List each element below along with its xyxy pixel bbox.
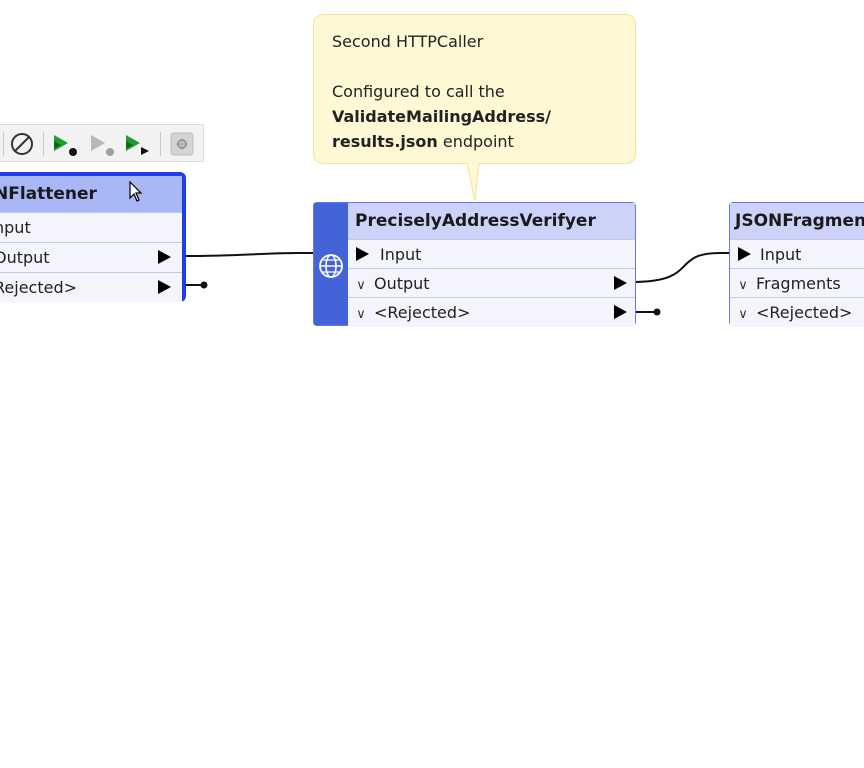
output-port[interactable]: ∨ Output [348, 268, 635, 298]
inspect-cache-icon[interactable] [169, 131, 195, 157]
connection-flattener-to-verifyer [185, 252, 360, 257]
toolbar-separator [43, 132, 44, 156]
node-json-fragmenter[interactable]: JSONFragmente Input ∨ Fragments ∨ <Rejecte… [729, 202, 864, 327]
run-from-this-icon[interactable] [88, 131, 114, 157]
connection-verifyer-to-fragmenter [631, 252, 742, 283]
port-label: Output [374, 274, 430, 293]
rejected-stub-dot [200, 281, 208, 289]
output-arrow-icon[interactable] [614, 305, 627, 319]
annotation-endpoint-file: results.json [332, 132, 438, 151]
port-label: <Rejected> [756, 303, 853, 322]
disable-icon[interactable] [9, 131, 35, 157]
chevron-down-icon[interactable]: ∨ [738, 307, 748, 322]
annotation-endpoint-path: ValidateMailingAddress/ [332, 107, 551, 126]
node-json-flattener[interactable]: NFlattener nput Output Rejected> [0, 172, 186, 302]
input-port[interactable]: Input [348, 239, 635, 269]
node-title: NFlattener [0, 176, 182, 212]
toolbar-separator [160, 132, 161, 156]
port-label: Input [380, 245, 422, 264]
annotation-endpoint-suffix: endpoint [437, 132, 514, 151]
toolbar-separator [3, 132, 4, 156]
chevron-down-icon[interactable]: ∨ [356, 307, 366, 322]
port-label: <Rejected> [374, 303, 471, 322]
annotation-title: Second HTTPCaller [332, 32, 484, 51]
output-arrow-icon[interactable] [614, 276, 627, 290]
rejected-port[interactable]: ∨ <Rejected> [348, 297, 635, 327]
rejected-port[interactable]: Rejected> [0, 272, 182, 302]
run-just-this-icon[interactable] [123, 131, 149, 157]
annotation-bubble[interactable]: Second HTTPCaller Configured to call the… [313, 14, 636, 164]
input-arrow-icon[interactable] [738, 247, 751, 261]
rejected-stub-dot [653, 308, 661, 316]
port-label: Rejected> [0, 278, 78, 297]
annotation-tail [467, 163, 480, 202]
node-precisely-address-verifyer[interactable]: PreciselyAddressVerifyer Input ∨ Output ∨… [313, 202, 636, 327]
node-title: JSONFragmente [730, 203, 864, 239]
input-arrow-icon[interactable] [356, 247, 369, 261]
run-to-this-icon[interactable] [51, 131, 77, 157]
globe-icon [319, 254, 343, 278]
transformer-toolbar [0, 124, 204, 162]
node-icon-strip [314, 203, 348, 325]
port-label: Fragments [756, 274, 841, 293]
annotation-line-1: Configured to call the [332, 82, 505, 101]
node-title: PreciselyAddressVerifyer [348, 203, 635, 239]
port-label: Input [760, 245, 802, 264]
rejected-port[interactable]: ∨ <Rejected> [730, 297, 864, 327]
output-arrow-icon[interactable] [158, 280, 171, 294]
output-port[interactable]: Output [0, 242, 182, 272]
output-arrow-icon[interactable] [158, 250, 171, 264]
chevron-down-icon[interactable]: ∨ [738, 278, 748, 293]
input-port[interactable]: Input [730, 239, 864, 269]
port-label: Output [0, 248, 50, 267]
fragments-port[interactable]: ∨ Fragments [730, 268, 864, 298]
mouse-cursor-icon [129, 181, 143, 202]
chevron-down-icon[interactable]: ∨ [356, 278, 366, 293]
port-label: nput [0, 218, 31, 237]
input-port[interactable]: nput [0, 212, 182, 242]
